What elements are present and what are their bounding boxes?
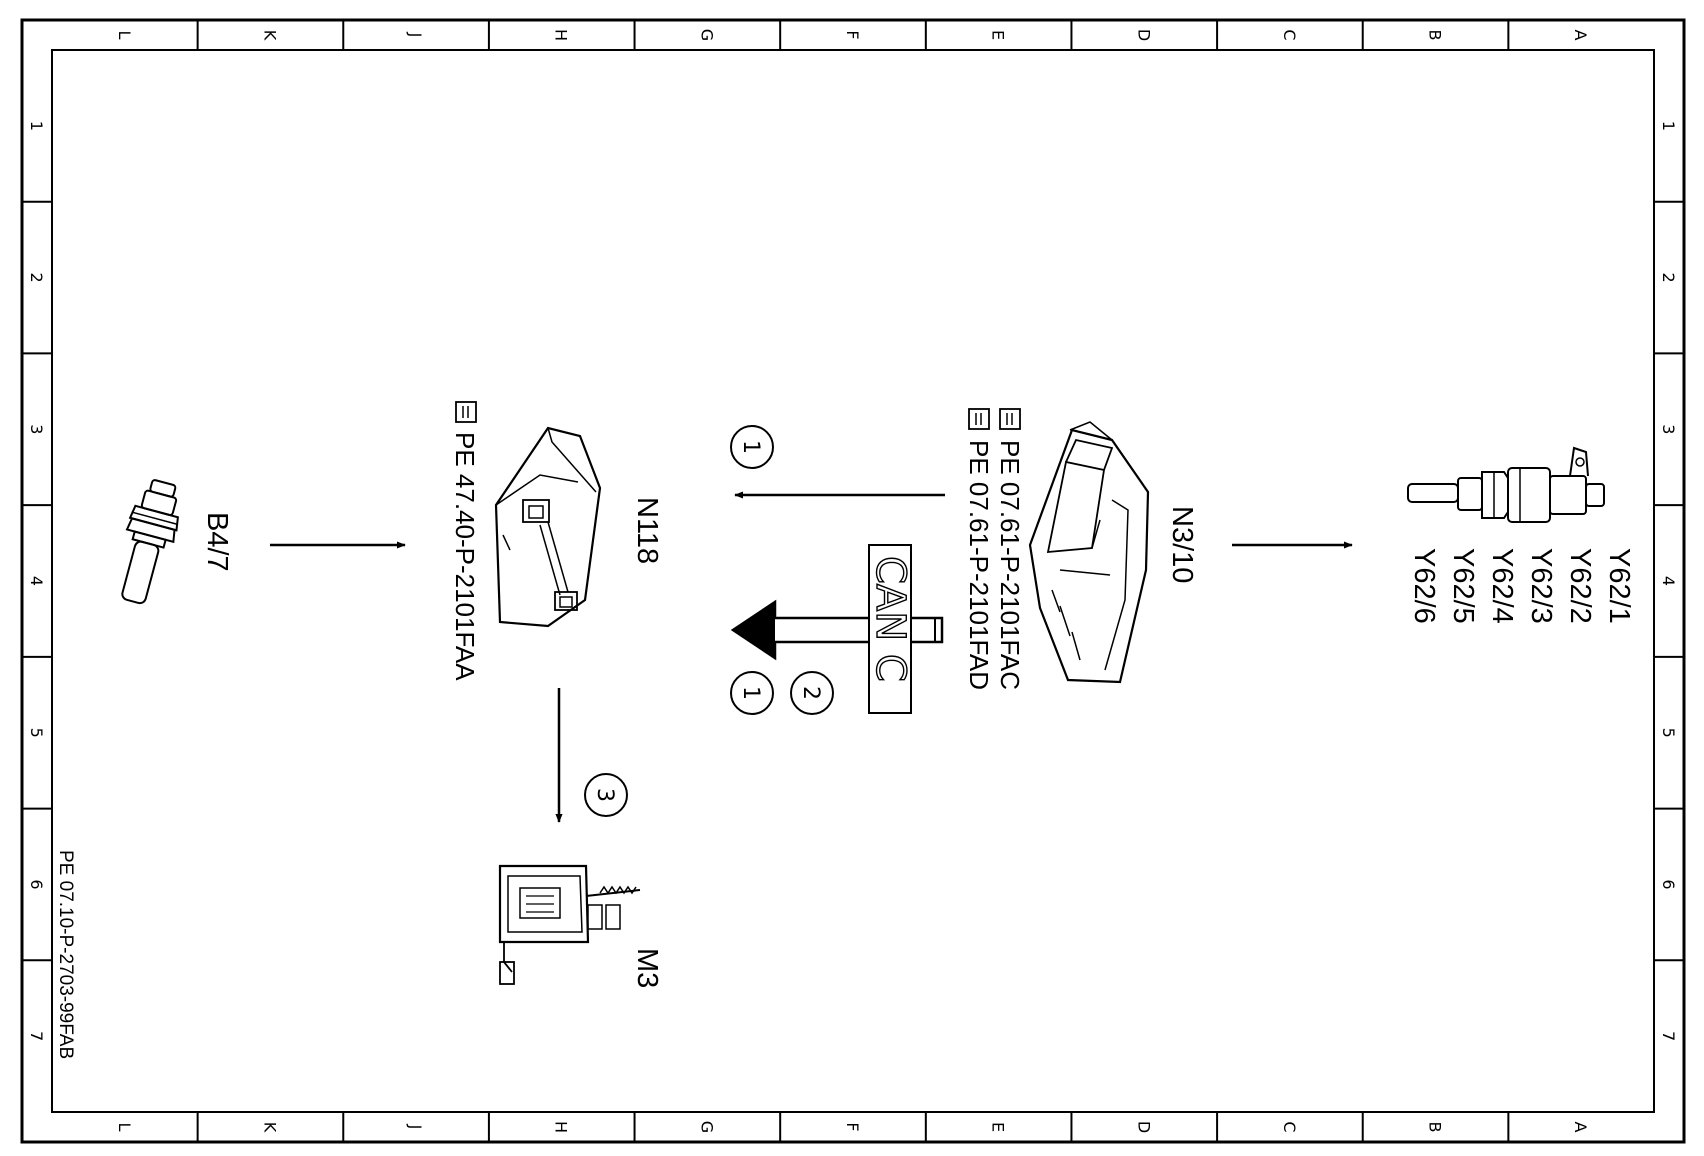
marker-2-number: 2 [798,686,823,700]
marker-1-upper-number: 1 [738,440,763,454]
frame-column-label: E [989,1122,1008,1132]
marker-2: 2 [790,671,834,715]
frame-column-label: C [1280,1121,1299,1132]
frame-column-label: K [260,30,279,41]
marker-3-number: 3 [592,788,617,802]
frame-row-label: 2 [1659,272,1678,282]
pointing-hand-icon [999,408,1021,430]
frame-column-label: L [115,31,134,40]
frame-column-label: J [406,32,425,38]
frame-column-label: L [115,1123,134,1132]
frame-column-label: C [1280,29,1299,40]
frame-row-label: 6 [27,879,46,889]
y62-1-label: Y62/1 [1603,548,1635,624]
frame-column-label: H [552,29,571,41]
document-number: PE 07.10-P-2703-99FAB [55,850,76,1059]
marker-1-upper: 1 [730,425,774,469]
n3-10-label: N3/10 [1166,506,1198,583]
y62-2-label: Y62/2 [1564,548,1596,624]
can-c-label: CAN C [867,556,913,682]
can-c-label-box [868,544,912,714]
frame-column-label: G [697,1121,716,1133]
injector-labels: Y62/1 Y62/2 Y62/3 Y62/4 Y62/5 Y62/6 [1408,548,1635,624]
y62-4-label: Y62/4 [1486,548,1518,624]
frame-column-label: A [1571,30,1590,41]
frame-row-label: 2 [27,272,46,282]
frame-column-label: F [843,1122,862,1131]
m3-fuel-pump-icon [498,864,641,985]
frame-column-label: B [1426,1122,1445,1133]
frame-column-label: D [1134,1121,1153,1133]
b4-7-label: B4/7 [201,512,233,572]
y62-5-label: Y62/5 [1447,548,1479,624]
can-c-bus-arrow [730,599,944,661]
marker-3: 3 [584,773,628,817]
n3-10-reference-b: PE 07.61-P-2101FAD [964,440,994,690]
m3-label: M3 [631,948,663,988]
n3-10-reference-a: PE 07.61-P-2101FAC [995,440,1025,690]
frame-row-label: 4 [27,576,46,586]
frame-column-label: E [989,30,1008,40]
frame-column-label: H [552,1121,571,1133]
frame-column-label: K [260,1122,279,1133]
frame-column-label: D [1134,29,1153,41]
marker-1-lower: 1 [730,671,774,715]
frame-row-label: 7 [27,1031,46,1041]
frame-row-label: 5 [27,728,46,738]
frame-column-label: B [1426,30,1445,41]
frame-column-label: F [843,30,862,39]
b4-7-temperature-sensor-icon [121,479,179,605]
frame-row-label: 4 [1659,576,1678,586]
drawing-frame: L L K K J J H H G G F F E E D D C C B B A A 1 1 2 2 3 3 4 4 5 5 6 6 7 7 [20,18,1686,1144]
frame-column-label: G [697,29,716,41]
n118-reference: PE 47.40-P-2101FAA [450,432,480,681]
marker-1-lower-number: 1 [738,686,763,700]
frame-row-label: 3 [27,424,46,434]
frame-row-label: 1 [27,121,46,131]
y62-6-label: Y62/6 [1408,548,1440,624]
frame-row-label: 3 [1659,424,1678,434]
frame-row-label: 7 [1659,1031,1678,1041]
frame-column-label: A [1571,1122,1590,1133]
n3-10-engine-control-unit-icon [1028,421,1150,684]
frame-column-label: J [406,1124,425,1130]
n118-control-unit-icon [494,426,602,628]
pointing-hand-icon [968,408,990,430]
y62-3-label: Y62/3 [1525,548,1557,624]
y62-fuel-injector-icon [1407,446,1605,523]
pointing-hand-icon [455,401,477,423]
frame-row-label: 6 [1659,879,1678,889]
frame-row-label: 1 [1659,121,1678,131]
frame-row-label: 5 [1659,728,1678,738]
n118-label: N118 [631,497,663,564]
